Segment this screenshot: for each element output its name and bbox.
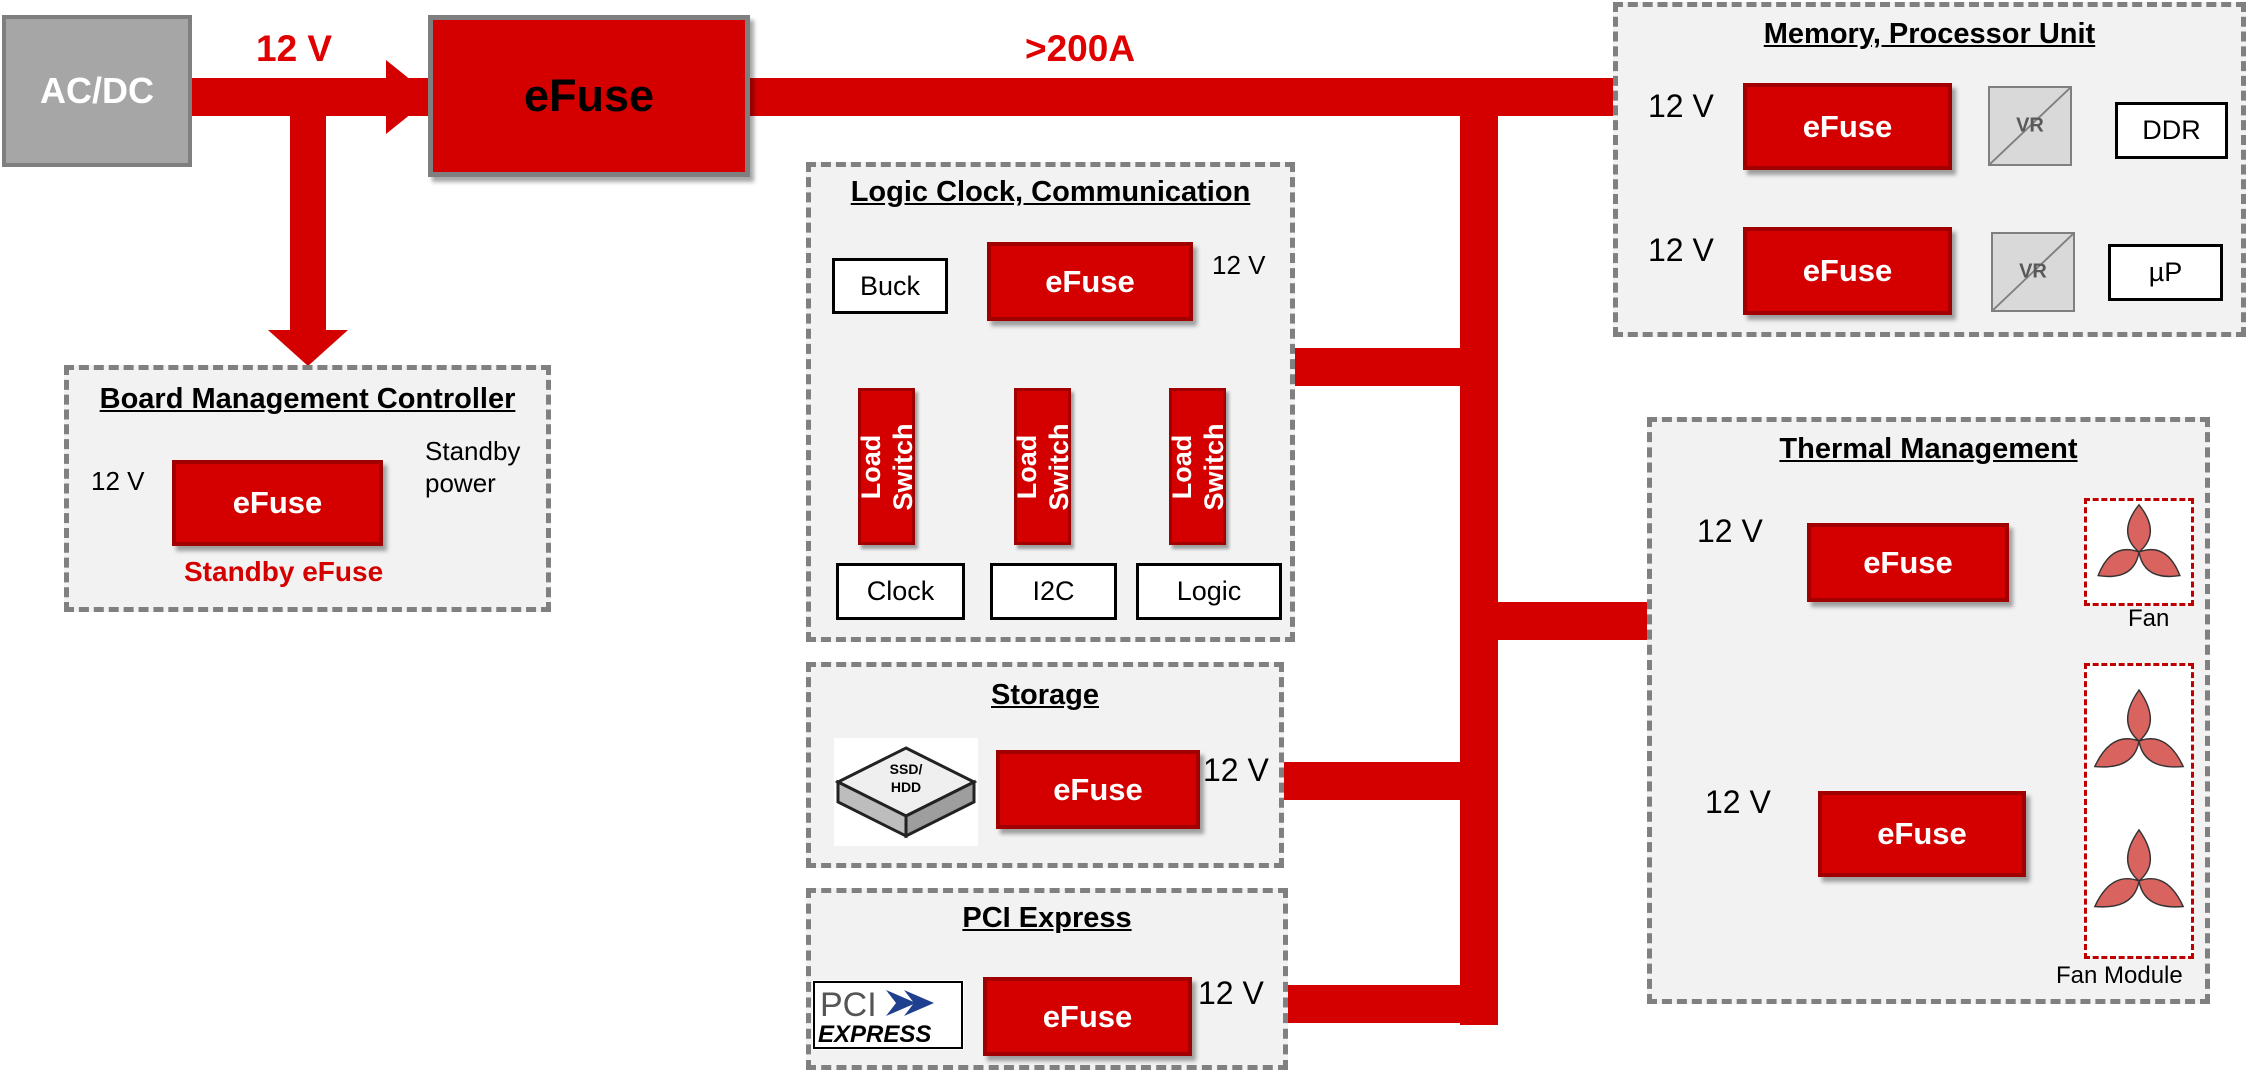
pci-logo-bottom: EXPRESS bbox=[818, 1021, 931, 1048]
logic-voltage: 12 V bbox=[1212, 250, 1266, 280]
load-switch-2-label: Load Switch bbox=[1011, 422, 1074, 511]
bmc-output: Standby power bbox=[425, 436, 521, 498]
load-i2c: I2C bbox=[990, 563, 1117, 620]
ssd-label-line2: HDD bbox=[891, 779, 921, 795]
fan-module-caption: Fan Module bbox=[2056, 962, 2183, 989]
storage-title: Storage bbox=[991, 679, 1099, 711]
pci-logo-top: PCI bbox=[820, 986, 877, 1024]
storage-efuse: eFuse bbox=[996, 750, 1200, 829]
thermal-title: Thermal Management bbox=[1779, 433, 2078, 465]
logic-title: Logic Clock, Communication bbox=[850, 176, 1251, 208]
buck-box: Buck bbox=[832, 258, 948, 314]
fan-caption: Fan bbox=[2128, 605, 2170, 632]
load-switch-3-label: Load Switch bbox=[1166, 422, 1229, 511]
pci-express-logo: PCI EXPRESS bbox=[812, 980, 964, 1050]
bmc-title: Board Management Controller bbox=[99, 383, 516, 415]
pcie-title: PCI Express bbox=[962, 902, 1132, 934]
pcie-efuse: eFuse bbox=[983, 977, 1192, 1056]
current-label: >200A bbox=[1025, 28, 1136, 69]
bmc-efuse: eFuse bbox=[172, 460, 383, 546]
bus-vertical-trunk bbox=[1460, 115, 1498, 1025]
arrow-into-efuse bbox=[386, 60, 432, 134]
load-switch-3: Load Switch bbox=[1167, 388, 1229, 545]
thermal-row1-voltage: 12 V bbox=[1697, 513, 1763, 549]
ssd-label-line1: SSD/ bbox=[890, 761, 923, 777]
load-switch-1-label: Load Switch bbox=[855, 422, 918, 511]
thermal-row1-efuse: eFuse bbox=[1807, 523, 2009, 602]
bmc-voltage: 12 V bbox=[91, 466, 145, 496]
load-clock: Clock bbox=[836, 563, 965, 620]
acdc-box: AC/DC bbox=[2, 15, 192, 167]
bus-to-storage bbox=[1283, 762, 1461, 800]
bus-voltage-label: 12 V bbox=[256, 28, 333, 69]
memory-row2-vr-label: VR bbox=[2019, 260, 2047, 283]
fan-icon bbox=[2084, 498, 2194, 606]
load-logic: Logic bbox=[1136, 563, 1282, 620]
memory-row2-voltage: 12 V bbox=[1648, 232, 1714, 268]
fan-module-icon bbox=[2084, 663, 2194, 959]
bmc-caption: Standby eFuse bbox=[184, 556, 384, 587]
power-bus bbox=[192, 60, 1649, 1025]
bus-to-thermal bbox=[1497, 602, 1649, 640]
memory-row1-vr-label: VR bbox=[2016, 114, 2044, 137]
memory-row2-load: µP bbox=[2108, 244, 2223, 301]
ssd-hdd-icon: SSD/ HDD bbox=[834, 738, 978, 846]
memory-row1-vr: VR bbox=[1988, 86, 2072, 166]
arrow-into-bmc bbox=[268, 330, 348, 366]
memory-row1-voltage: 12 V bbox=[1648, 88, 1714, 124]
load-switch-1: Load Switch bbox=[856, 388, 918, 545]
load-switch-2: Load Switch bbox=[1012, 388, 1074, 545]
memory-row1-load: DDR bbox=[2115, 102, 2228, 159]
bus-to-pcie bbox=[1285, 985, 1461, 1023]
thermal-row2-voltage: 12 V bbox=[1705, 784, 1771, 820]
bus-down-to-bmc bbox=[290, 115, 326, 333]
memory-row2-vr: VR bbox=[1991, 232, 2075, 312]
bus-main-200a bbox=[750, 78, 1616, 116]
acdc-label: AC/DC bbox=[40, 70, 154, 111]
memory-title: Memory, Processor Unit bbox=[1763, 18, 2096, 50]
memory-row2-efuse: eFuse bbox=[1743, 227, 1952, 315]
memory-row1-efuse: eFuse bbox=[1743, 83, 1952, 170]
main-efuse: eFuse bbox=[428, 15, 750, 177]
pcie-voltage: 12 V bbox=[1198, 975, 1264, 1011]
storage-voltage: 12 V bbox=[1203, 752, 1269, 788]
bus-to-logic bbox=[1295, 348, 1461, 386]
logic-efuse: eFuse bbox=[987, 242, 1193, 321]
thermal-row2-efuse: eFuse bbox=[1818, 791, 2026, 877]
